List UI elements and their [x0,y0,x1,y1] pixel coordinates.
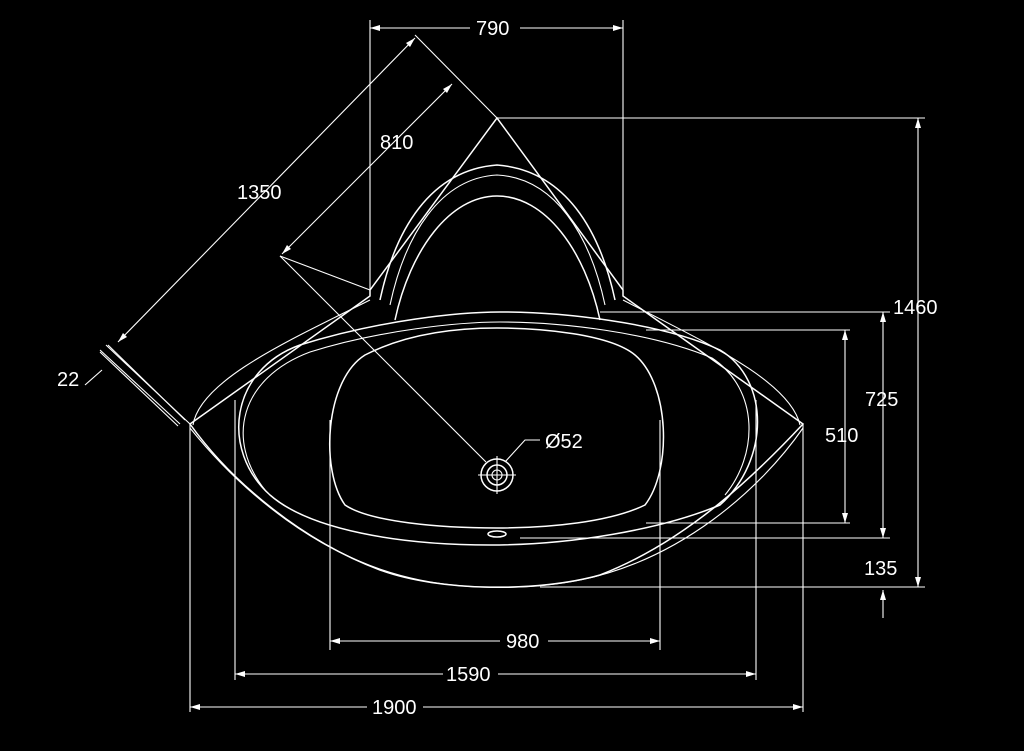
dim-1900: 1900 [372,697,417,719]
rim-edge-right [622,299,801,426]
backrest-mid [389,174,606,306]
dim-980: 980 [506,631,539,653]
dim-1590: 1590 [446,664,491,686]
overflow-slot [487,530,507,538]
dim-drain: Ø52 [545,431,583,453]
extension-lines [99,20,925,712]
dim-810: 810 [380,132,413,154]
dim-725: 725 [865,389,898,411]
drain [478,456,516,494]
dim-510: 510 [825,425,858,447]
dimension-lines [84,25,921,710]
backrest-outer [379,164,616,301]
dim-22: 22 [57,369,79,391]
basin-rim [242,321,750,496]
dim-135: 135 [864,558,897,580]
outer-shell-lower-edge [189,427,804,589]
basin-floor [329,327,665,529]
backrest-inner [394,195,601,321]
dim-1350: 1350 [237,182,282,204]
bathtub-outline [188,116,805,589]
dim-790: 790 [476,18,509,40]
basin-outer [238,311,759,546]
dim-1460: 1460 [893,297,938,319]
drain-center-line [279,255,487,463]
dimension-labels: 790 810 1350 22 1460 725 510 135 Ø52 980… [57,18,938,719]
